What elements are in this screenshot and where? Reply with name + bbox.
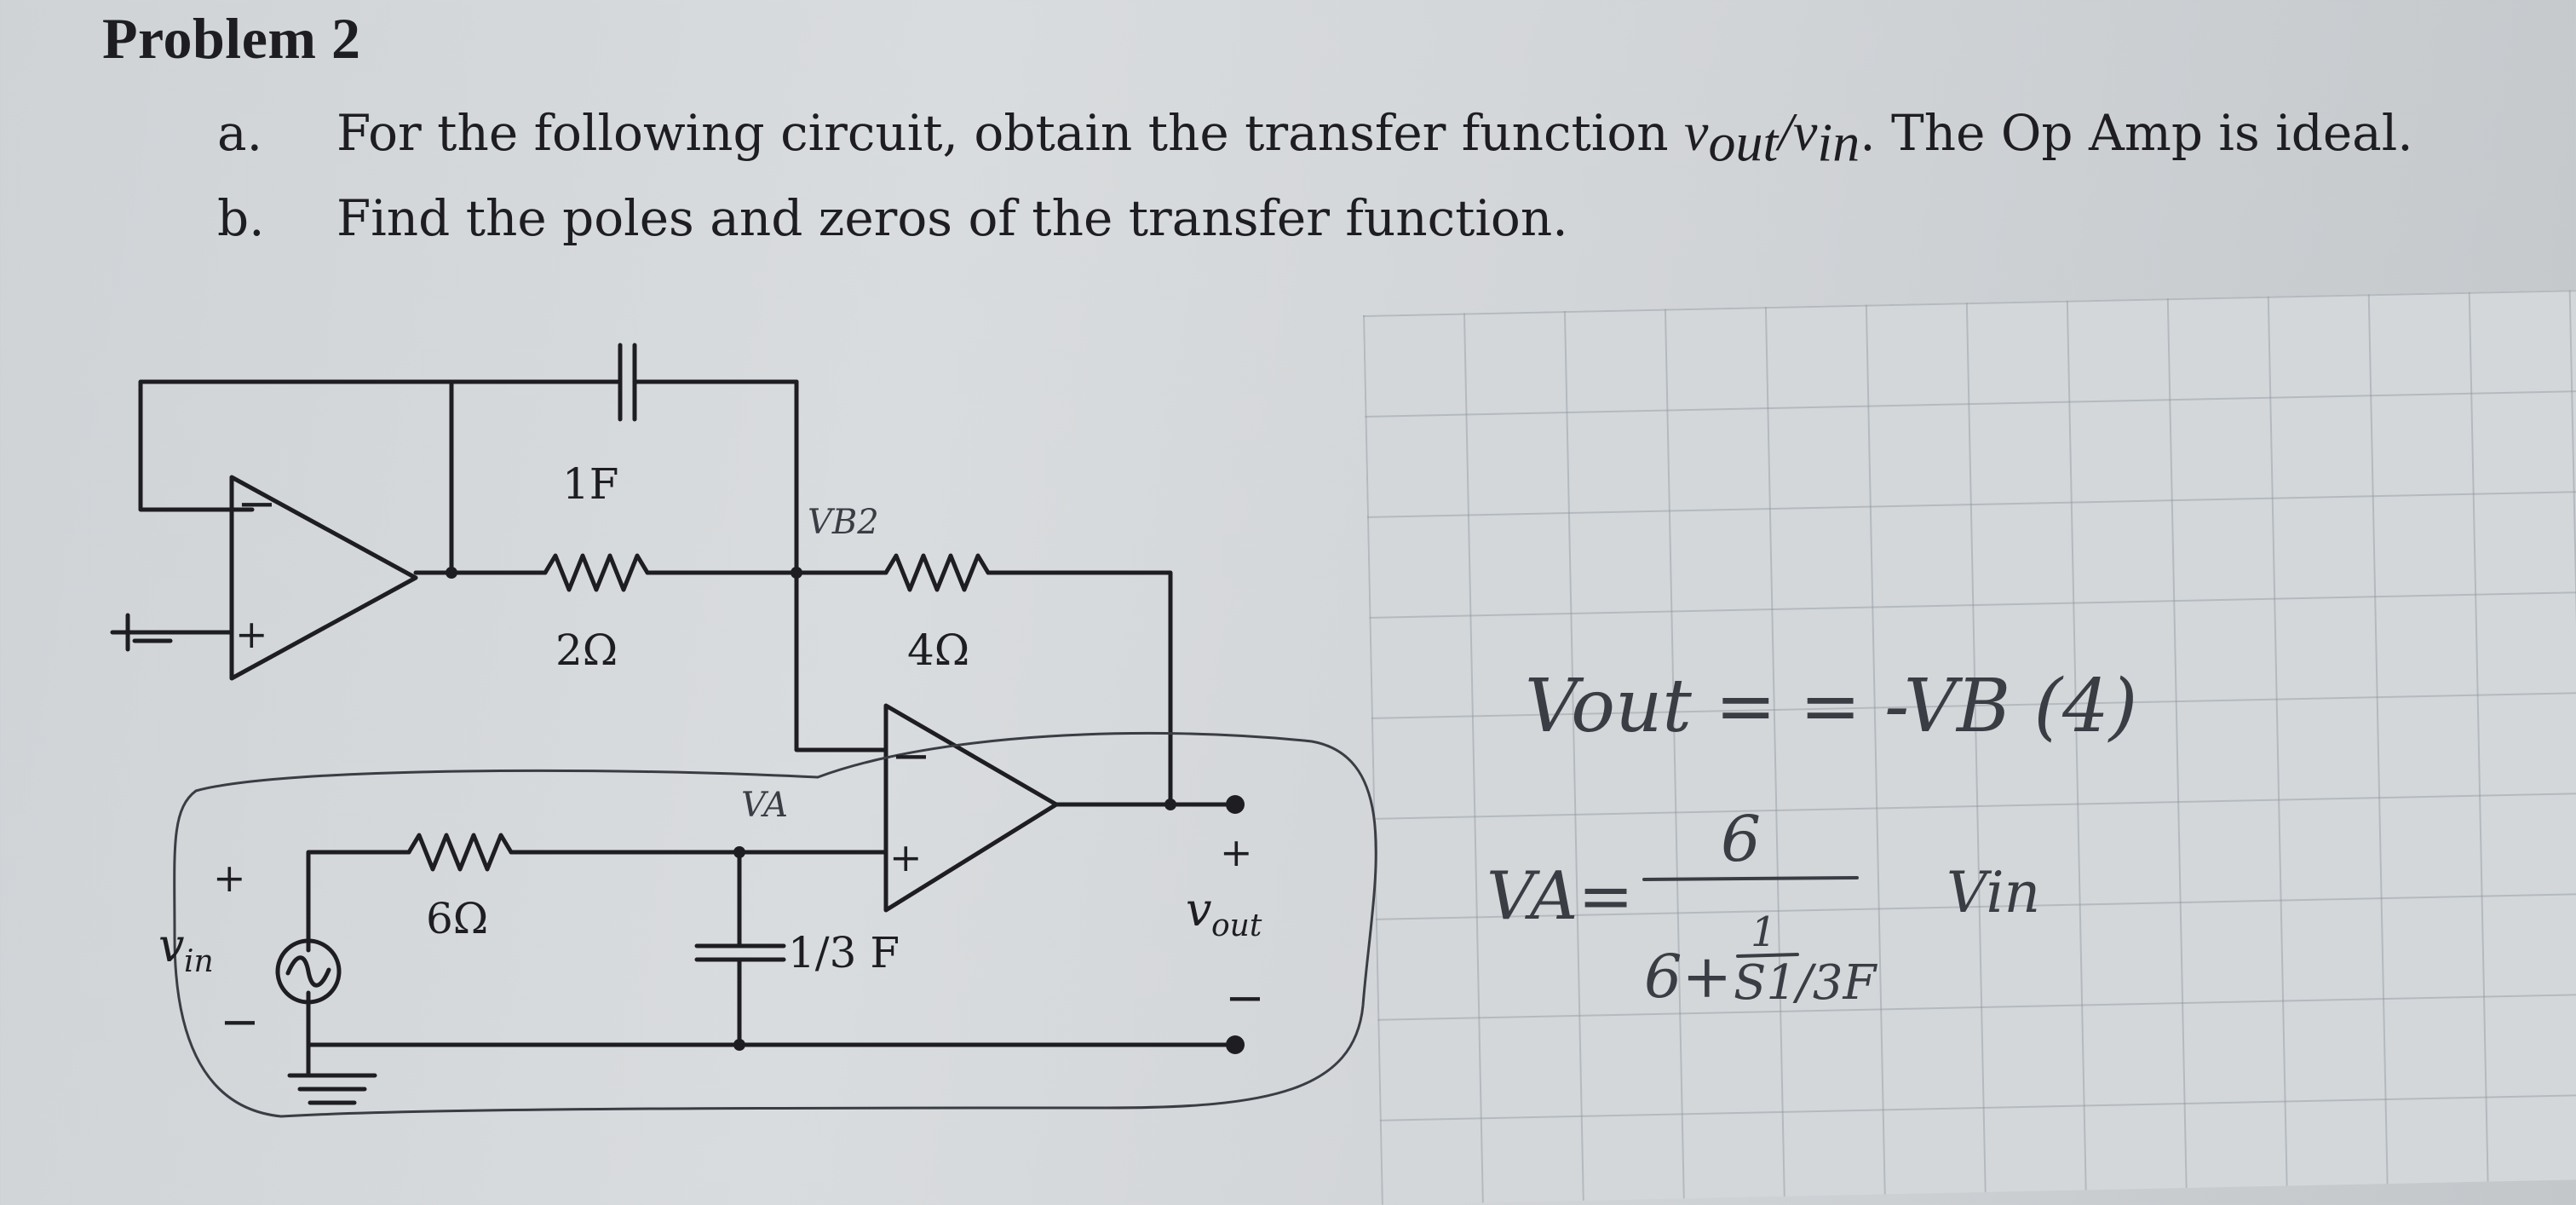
handwritten-eq2-small-num: 1	[1751, 908, 1777, 956]
question-b: b. Find the poles and zeros of the transf…	[217, 189, 1568, 247]
output-terminal-top	[1226, 795, 1245, 814]
question-a-text-before: For the following circuit, obtain the tr…	[336, 104, 1685, 162]
handwritten-vb-node: VB2	[808, 503, 879, 542]
vout-plus: +	[1220, 829, 1253, 875]
handwritten-small-fraction-bar	[1736, 953, 1799, 958]
source-minus: −	[220, 995, 260, 1050]
label-vin: v	[158, 919, 185, 972]
question-a: a. For the following circuit, obtain the …	[217, 101, 2413, 175]
label-vin-sub: in	[184, 944, 214, 979]
handwritten-va-node: VA	[741, 786, 788, 825]
hand-drawn-loop	[173, 731, 1377, 1118]
handwritten-eq2-numerator: 6	[1721, 803, 1761, 876]
handwritten-eq2-small-den: S1/3F	[1734, 955, 1877, 1011]
question-a-label: a.	[217, 104, 263, 162]
handwritten-eq2-den: 6+	[1644, 942, 1732, 1012]
vout-minus: −	[1225, 971, 1265, 1026]
output-terminal-bottom	[1226, 1035, 1245, 1054]
question-b-text: Find the poles and zeros of the transfer…	[336, 189, 1568, 247]
resistor-2-ohm	[543, 553, 650, 592]
label-vout: v	[1186, 883, 1212, 937]
node-dot	[791, 567, 802, 579]
node-dot	[1164, 799, 1176, 810]
fraction-slash: /	[1778, 101, 1793, 162]
vin-subscript: in	[1817, 112, 1860, 173]
node-dot	[446, 567, 457, 579]
label-res-2: 2Ω	[555, 626, 618, 675]
vout-symbol: v	[1684, 101, 1709, 162]
source-plus: +	[213, 855, 246, 901]
label-res-6: 6Ω	[426, 894, 488, 943]
handwritten-fraction-bar	[1642, 876, 1859, 881]
question-b-label: b.	[217, 189, 265, 247]
label-vout-sub: out	[1211, 908, 1262, 943]
vout-subscript: out	[1708, 112, 1779, 173]
label-cap-third: 1/3 F	[788, 928, 900, 977]
op-amp-2	[883, 703, 1059, 913]
resistor-6-ohm	[406, 833, 514, 872]
handwritten-va-lhs: VA=	[1486, 858, 1634, 935]
ac-source	[275, 938, 342, 1005]
handwritten-vin: Vin	[1946, 860, 2040, 925]
op2-minus: −	[891, 729, 931, 784]
op1-plus: +	[235, 611, 268, 657]
op2-plus: +	[889, 834, 923, 880]
label-cap-1f: 1F	[562, 459, 619, 509]
op-amp-1	[229, 475, 418, 681]
op1-minus: −	[237, 476, 277, 532]
node-dot	[733, 846, 745, 858]
op1-feedback-wire	[138, 379, 454, 512]
node-dot	[733, 1039, 745, 1051]
vin-symbol: v	[1793, 101, 1818, 162]
problem-title: Problem 2	[102, 6, 361, 71]
handwritten-eq1: Vout = = -VB (4)	[1525, 664, 2137, 749]
label-res-4: 4Ω	[907, 626, 969, 675]
resistor-4-ohm	[883, 553, 991, 592]
question-a-text-after: . The Op Amp is ideal.	[1860, 104, 2413, 162]
